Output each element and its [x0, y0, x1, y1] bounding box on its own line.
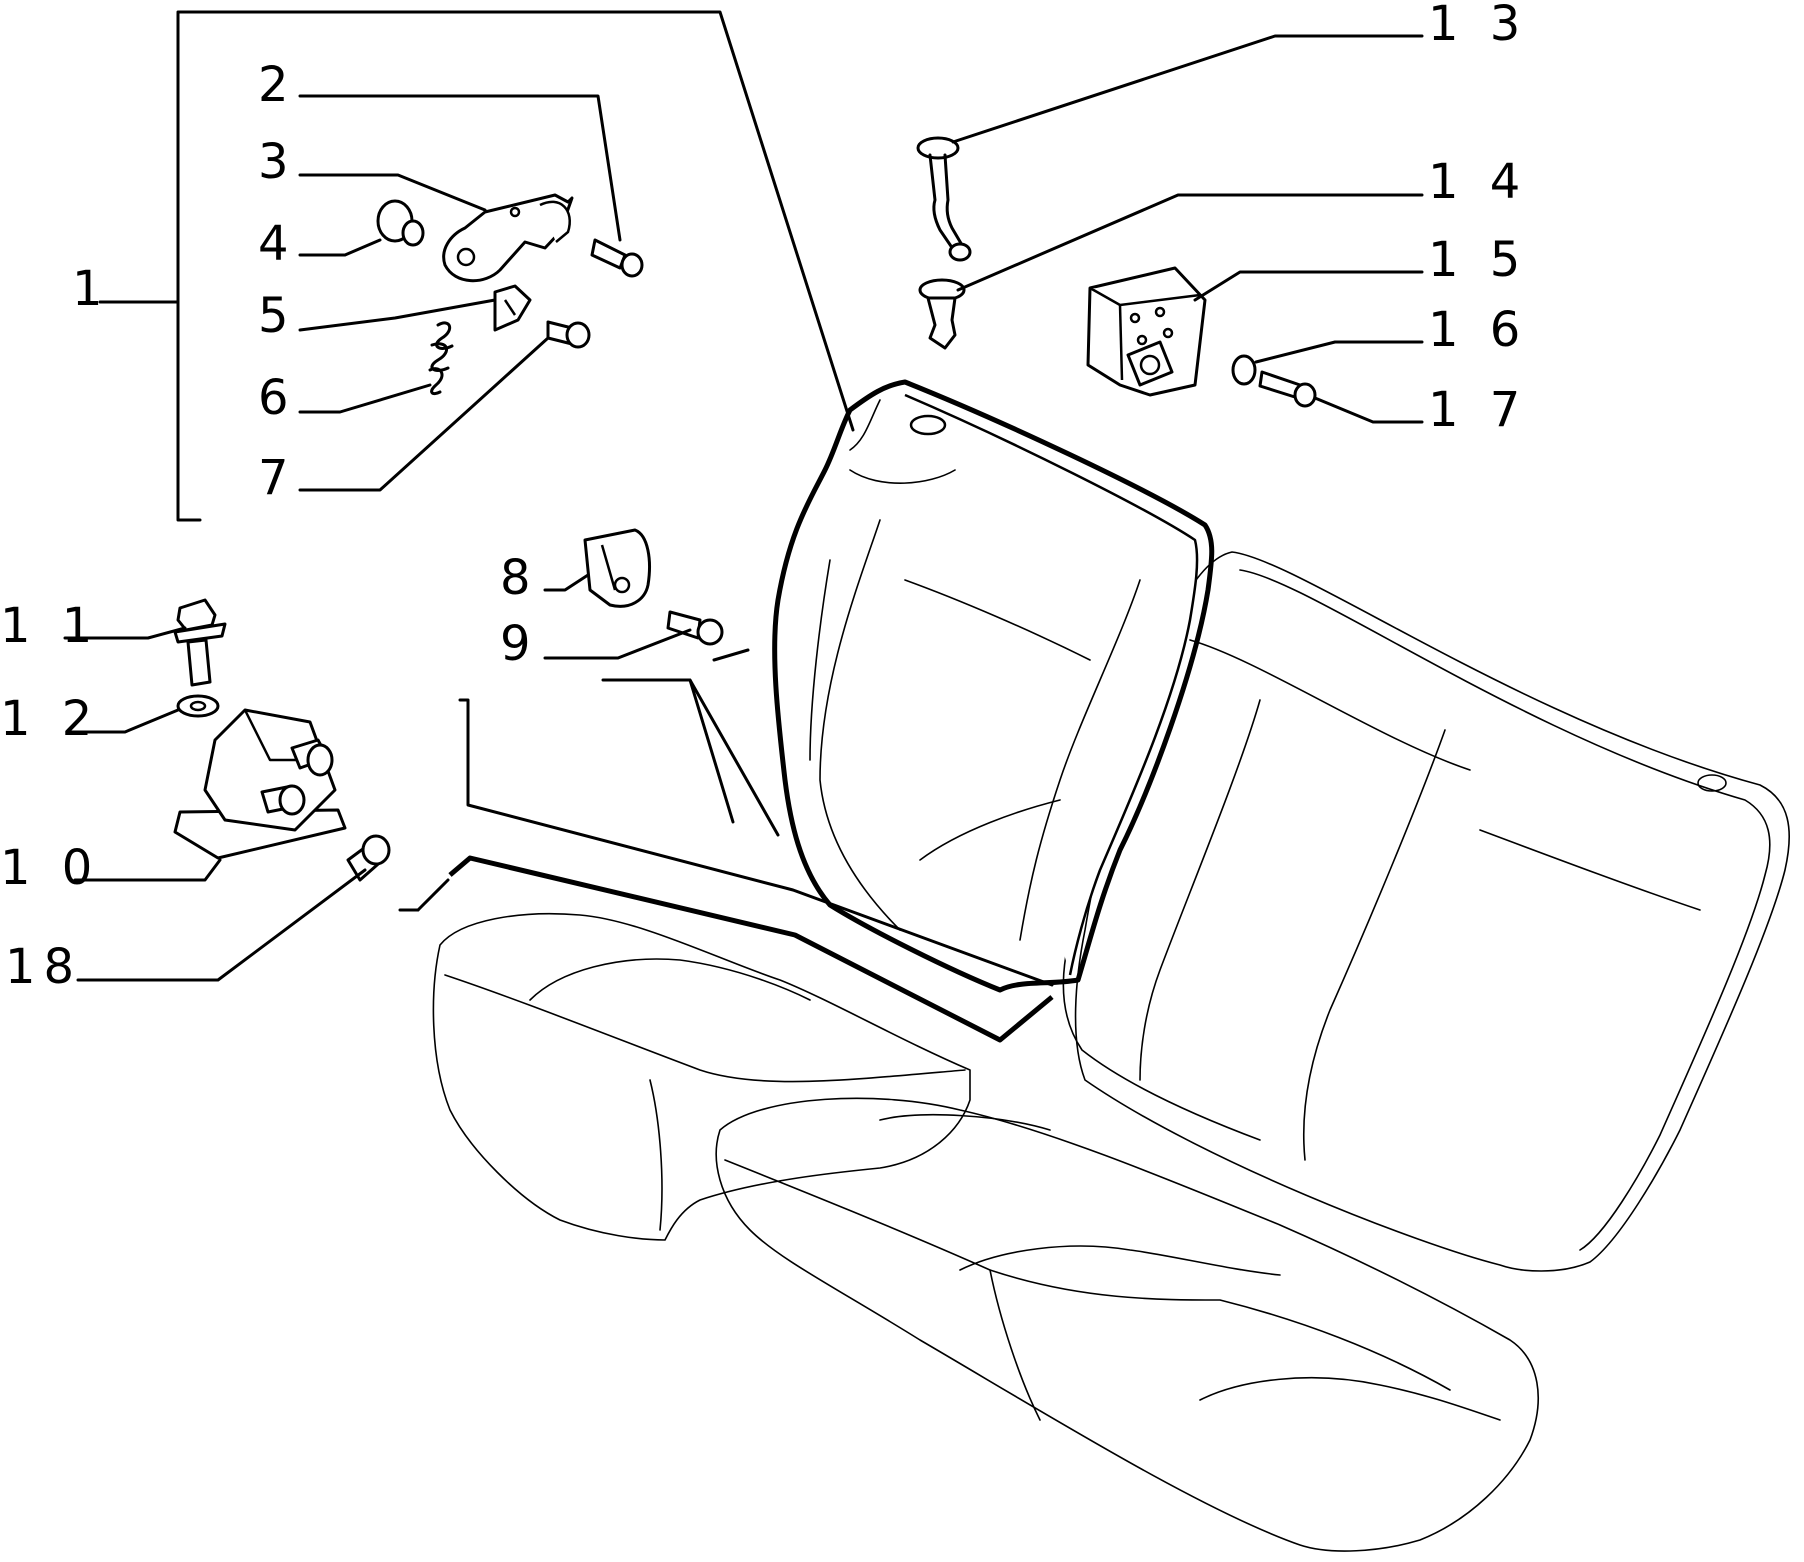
- callout-16: 1 6: [1428, 302, 1528, 358]
- backrest-hole: [909, 414, 947, 436]
- flange-bolt: [173, 598, 227, 687]
- left-cushion-outline: [432, 912, 971, 1241]
- cap: [583, 528, 651, 608]
- leader-12: [68, 708, 180, 734]
- hardware-parts: [173, 136, 1317, 882]
- callout-18: 18: [5, 939, 82, 995]
- right-backrest-seam-1: [1189, 639, 1471, 771]
- leader-lines: [63, 34, 1424, 982]
- hinge-bracket: [1086, 266, 1207, 397]
- callout-17: 1 7: [1428, 382, 1528, 438]
- clip: [493, 284, 532, 332]
- lever-plate: [442, 193, 574, 283]
- callout-6: 6: [258, 370, 297, 426]
- callout-9: 9: [500, 616, 539, 672]
- callout-8: 8: [500, 550, 539, 606]
- right-backrest-seam-3: [1139, 699, 1261, 1081]
- callout-14: 1 4: [1428, 154, 1528, 210]
- callout-5: 5: [258, 288, 297, 344]
- backrest-edge: [904, 393, 1199, 976]
- callout-10: 1 0: [0, 840, 100, 896]
- hinge-block: [173, 708, 347, 860]
- leader-9: [543, 628, 692, 660]
- spring: [428, 321, 454, 396]
- pin-bolt: [590, 238, 627, 270]
- right-backrest-inner: [1239, 569, 1771, 1251]
- leader-14: [956, 193, 1424, 292]
- leader-5: [298, 298, 497, 332]
- right-backrest-seam-2: [1302, 729, 1446, 1161]
- leader-10: [73, 858, 222, 882]
- small-washer: [1231, 354, 1257, 386]
- callout-2: 2: [258, 57, 297, 113]
- backrest-outline: [772, 379, 1215, 993]
- assembly-bracket-lines: [176, 10, 1054, 987]
- callout-4: 4: [258, 216, 297, 272]
- leader-2: [298, 94, 622, 242]
- callout-labels: 1 2 3 4 5 6 7 8 9 1 0 1 1 1 2 1 3 1 4 1 …: [0, 0, 1528, 995]
- right-backrest-seam-4: [1479, 829, 1701, 911]
- leader-7: [298, 336, 550, 492]
- leader-16: [1254, 340, 1424, 364]
- right-cushion-outline: [715, 1097, 1539, 1552]
- leader-4: [298, 238, 382, 257]
- leader-13: [951, 34, 1424, 144]
- leader-18: [76, 868, 367, 982]
- callout-11: 1 1: [0, 598, 100, 654]
- callout-3: 3: [258, 134, 297, 190]
- backrest-lower-frame: [448, 855, 1054, 1043]
- rear-bench-ghost: [432, 551, 1790, 1552]
- leader-6: [298, 383, 432, 414]
- leader-15: [1193, 270, 1424, 302]
- callout-15: 1 5: [1428, 232, 1528, 288]
- callout-1: 1: [72, 261, 111, 317]
- callout-7: 7: [258, 450, 297, 506]
- screw: [666, 610, 702, 640]
- callout-12: 1 2: [0, 691, 100, 747]
- right-backrest-hole: [1697, 774, 1727, 792]
- folding-backrest: [398, 379, 1215, 1043]
- leader-11: [63, 626, 187, 640]
- grommet: [918, 278, 966, 350]
- callout-13: 1 3: [1428, 0, 1528, 52]
- release-rod: [916, 136, 972, 262]
- leader-3: [298, 173, 487, 212]
- leader-8: [543, 573, 590, 592]
- leader-17: [1313, 396, 1424, 424]
